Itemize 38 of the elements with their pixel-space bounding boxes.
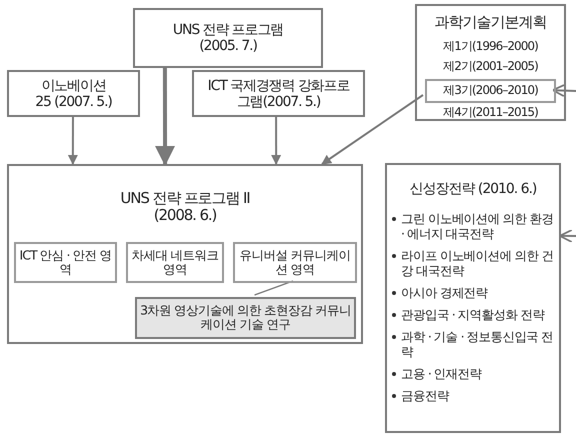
box-text: 유니버설 커뮤니케이션 영역	[238, 248, 352, 277]
box-text: 제3기(2006–2010)	[442, 84, 539, 98]
heading: 과학기술기본계획	[433, 14, 548, 32]
program-box	[7, 70, 140, 117]
bullet-item: 과학 · 기술 · 정보통신입국 전략	[401, 329, 554, 359]
strategy-box	[385, 163, 561, 433]
area-box	[126, 242, 224, 283]
box-text: UNS 전략 프로그램 (2005. 7.)	[172, 22, 284, 54]
plan-box	[415, 4, 566, 121]
arrow	[558, 229, 576, 243]
program-box	[7, 164, 363, 344]
bullet-item: 고용 · 인재전략	[401, 366, 483, 381]
bullet-item: 아시아 경제전략	[401, 285, 489, 300]
box-text: ICT 안심 · 안전 영역	[18, 248, 112, 277]
arrow	[552, 84, 576, 98]
bullet-item: 관광입국 · 지역활성화 전략	[401, 307, 546, 322]
box-text: 차세대 네트워크 영역	[130, 248, 220, 277]
arrow	[271, 117, 282, 165]
program-box	[192, 70, 365, 117]
heading: 신성장전략 (2010. 6.)	[408, 181, 538, 198]
arrow	[68, 117, 78, 165]
arrow	[321, 94, 424, 165]
bullet-item: 라이프 이노베이션에 의한 건강 대국전략	[401, 248, 554, 278]
box-text: 이노베이션 25 (2007. 5.)	[34, 77, 113, 110]
bullet-item: 금융전략	[401, 388, 450, 403]
box-text: ICT 국제경쟁력 강화프로그램(2007. 5.)	[206, 77, 350, 110]
bullet-item: 그린 이노베이션에 의한 환경 · 에너지 대국전략	[401, 211, 554, 241]
box-text: 3차원 영상기술에 의한 초현장감 커뮤니케이션 기술 연구	[139, 304, 352, 332]
period-box	[425, 79, 556, 103]
arrow	[155, 68, 176, 166]
area-box	[14, 242, 117, 283]
period-text: 제2기(2001–2005)	[442, 60, 539, 74]
area-box	[233, 242, 357, 283]
program-box	[133, 8, 323, 68]
period-text: 제4기(2011–2015)	[442, 106, 539, 120]
heading: UNS 전략 프로그램 II (2008. 6.)	[119, 190, 251, 224]
research-box	[135, 297, 356, 339]
period-text: 제1기(1996–2000)	[442, 40, 539, 54]
